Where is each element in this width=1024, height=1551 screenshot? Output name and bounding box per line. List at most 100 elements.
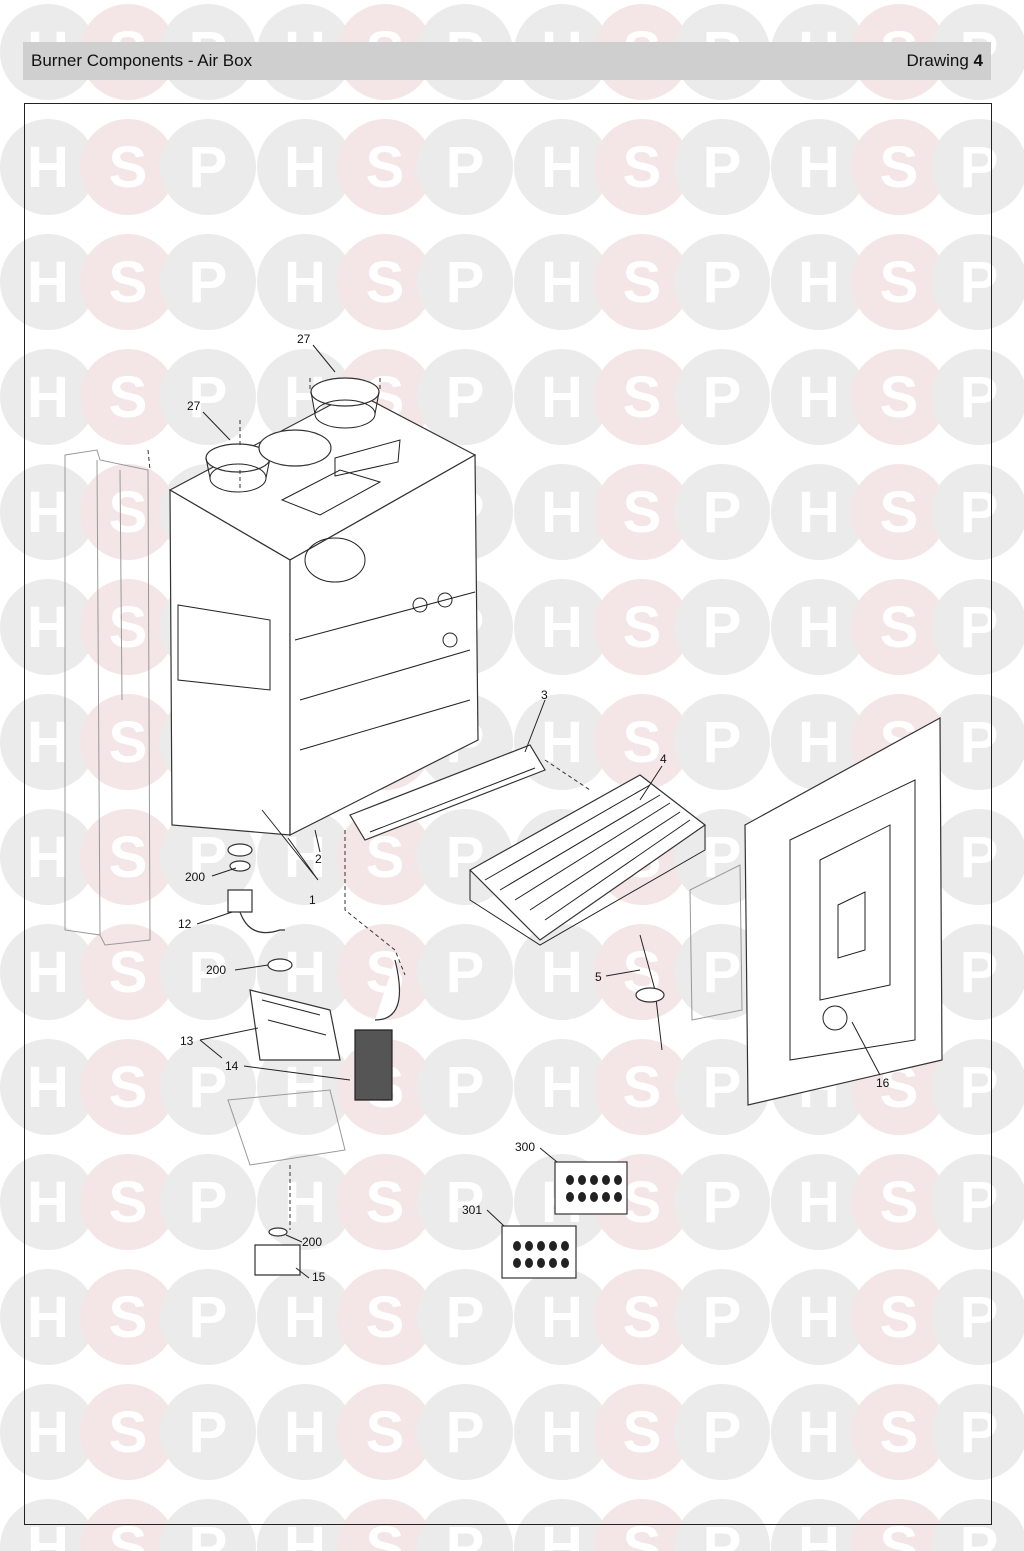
callout-27-right: 27: [297, 332, 311, 346]
watermark-letter: H: [798, 365, 840, 430]
watermark-letter: S: [623, 135, 662, 200]
watermark-circle: [851, 1154, 947, 1250]
watermark-letter: H: [798, 595, 840, 660]
watermark-letter: P: [446, 940, 485, 1005]
watermark-circle: [417, 1269, 513, 1365]
watermark-circle: [771, 579, 867, 675]
watermark-letter: H: [798, 1400, 840, 1465]
watermark-circle: [594, 694, 690, 790]
watermark-circle: [851, 464, 947, 560]
watermark-letter: S: [109, 365, 148, 430]
watermark-circle: [80, 579, 176, 675]
watermark-circle: [337, 1154, 433, 1250]
watermark-circle: [160, 924, 256, 1020]
watermark-letter: H: [284, 135, 326, 200]
watermark-letter: P: [703, 1170, 742, 1235]
ignition-unit: [354, 1029, 393, 1101]
watermark-letter: P: [189, 825, 228, 890]
watermark-circle: [771, 1269, 867, 1365]
watermark-circle: [674, 1499, 770, 1551]
watermark-letter: P: [703, 365, 742, 430]
watermark-circle: [514, 119, 610, 215]
panel-gasket: [689, 864, 743, 1021]
watermark-circle: [80, 349, 176, 445]
watermark-letter: P: [189, 1400, 228, 1465]
watermark-circle: [674, 1039, 770, 1135]
watermark-letter: S: [366, 1515, 405, 1551]
watermark-circle: [851, 579, 947, 675]
watermark-circle: [514, 924, 610, 1020]
watermark-circle: [80, 1269, 176, 1365]
watermark-letter: S: [880, 135, 919, 200]
watermark-circle: [931, 234, 1024, 330]
watermark-circle: [417, 1384, 513, 1480]
watermark-letter: H: [541, 595, 583, 660]
watermark-circle: [514, 1384, 610, 1480]
watermark-letter: H: [541, 1515, 583, 1551]
combustion-chamber-panel: [744, 716, 943, 1106]
watermark-letter: H: [541, 365, 583, 430]
watermark-letter: P: [703, 1515, 742, 1551]
watermark-letter: H: [798, 1170, 840, 1235]
watermark-circle: [771, 1154, 867, 1250]
watermark-letter: S: [109, 825, 148, 890]
watermark-circle: [771, 694, 867, 790]
watermark-circle: [674, 234, 770, 330]
callout-200-middle: 200: [206, 963, 226, 977]
watermark-circle: [80, 1499, 176, 1551]
watermark-letter: H: [27, 1170, 69, 1235]
watermark-letter: H: [541, 135, 583, 200]
watermark-circle: [931, 119, 1024, 215]
spares-card-301: [501, 1225, 577, 1279]
watermark-circle: [674, 1384, 770, 1480]
watermark-circle: [514, 234, 610, 330]
watermark-letter: P: [703, 1285, 742, 1350]
spares-card-300: [554, 1161, 628, 1215]
watermark-circle: [337, 234, 433, 330]
watermark-letter: S: [109, 940, 148, 1005]
watermark-letter: P: [703, 250, 742, 315]
watermark-letter: S: [366, 1285, 405, 1350]
callout-200-upper: 200: [185, 870, 205, 884]
watermark-circle: [771, 349, 867, 445]
watermark-letter: S: [109, 1285, 148, 1350]
watermark-circle: [80, 1384, 176, 1480]
watermark-letter: S: [366, 135, 405, 200]
watermark-circle: [80, 924, 176, 1020]
watermark-letter: H: [798, 1515, 840, 1551]
watermark-letter: S: [623, 710, 662, 775]
watermark-circle: [594, 234, 690, 330]
watermark-letter: P: [703, 135, 742, 200]
watermark-letter: S: [623, 480, 662, 545]
watermark-letter: H: [27, 940, 69, 1005]
watermark-letter: H: [284, 1170, 326, 1235]
watermark-letter: S: [623, 1515, 662, 1551]
watermark-circle: [257, 1039, 353, 1135]
watermark-letter: S: [109, 710, 148, 775]
watermark-letter: P: [703, 1400, 742, 1465]
watermark-letter: H: [541, 710, 583, 775]
watermark-letter: H: [798, 250, 840, 315]
watermark-letter: P: [446, 1170, 485, 1235]
watermark-letter: H: [27, 1515, 69, 1551]
flue-cap-right: [310, 377, 380, 429]
watermark-letter: P: [703, 1055, 742, 1120]
watermark-circle: [337, 924, 433, 1020]
watermark-circle: [160, 1154, 256, 1250]
watermark-letter: P: [446, 825, 485, 890]
watermark-circle: [931, 464, 1024, 560]
watermark-letter: S: [623, 1285, 662, 1350]
watermark-circle: [851, 119, 947, 215]
watermark-circle: [80, 464, 176, 560]
watermark-letter: P: [703, 825, 742, 890]
watermark-circle: [771, 464, 867, 560]
watermark-letter: S: [109, 1515, 148, 1551]
watermark-letter: P: [189, 1055, 228, 1120]
watermark-letter: H: [284, 1055, 326, 1120]
watermark-letter: S: [880, 1515, 919, 1551]
watermark-letter: H: [284, 940, 326, 1005]
watermark-circle: [80, 234, 176, 330]
watermark-letter: P: [446, 135, 485, 200]
watermark-letter: H: [798, 1285, 840, 1350]
